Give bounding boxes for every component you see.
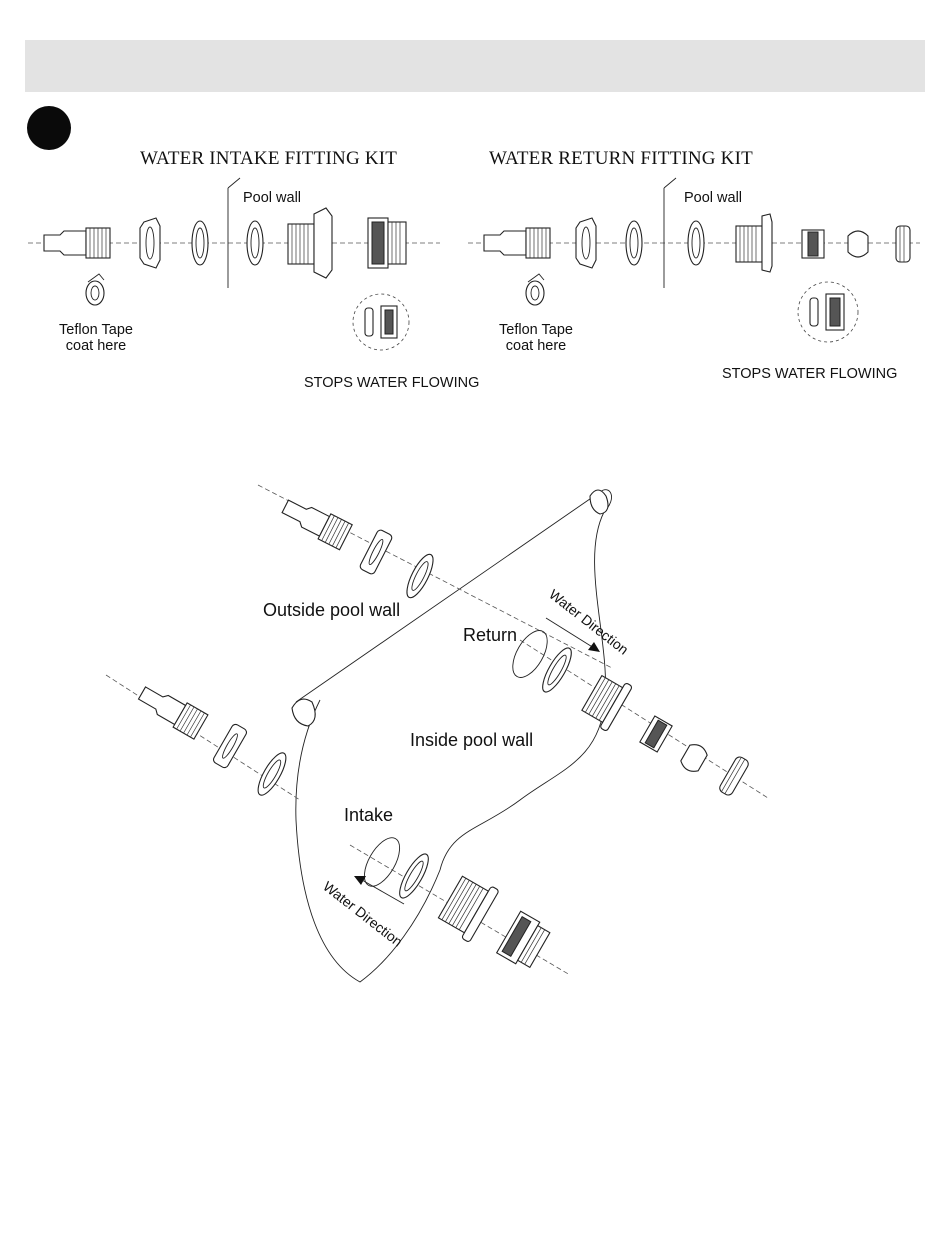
pool-wall-top-cap-right xyxy=(590,490,608,514)
assembly-intake-lock-nut-part xyxy=(212,723,248,769)
assembly-intake-hose-adapter-part xyxy=(135,681,208,739)
assembly-return-body-part xyxy=(579,670,633,731)
return-gasket-1-part xyxy=(626,221,642,265)
assembly-return-hose-adapter-part xyxy=(279,494,352,550)
intake-teflon-line2: coat here xyxy=(56,338,136,354)
return-plug-detail xyxy=(798,282,858,342)
assembly-intake-gasket-ghost xyxy=(357,832,407,892)
outside-pool-wall-label: Outside pool wall xyxy=(263,600,400,621)
intake-pool-wall-leader xyxy=(228,178,240,188)
return-label: Return xyxy=(463,625,517,646)
return-pool-wall-label: Pool wall xyxy=(684,190,742,206)
intake-pool-wall-label: Pool wall xyxy=(243,190,301,206)
intake-plug-detail xyxy=(353,294,409,350)
intake-teflon-label: Teflon Tape coat here xyxy=(56,322,136,354)
intake-strainer-body-part xyxy=(288,208,332,278)
intake-gasket-2-part xyxy=(247,221,263,265)
assembly-return-gasket-in-part xyxy=(538,644,577,695)
pool-wall-top-cap-left xyxy=(292,699,315,726)
intake-direction-arrow xyxy=(354,876,404,904)
return-ball-nozzle-part xyxy=(848,231,868,257)
return-teflon-tape-icon xyxy=(526,274,544,305)
intake-strainer-cap-part xyxy=(368,218,406,268)
assembly-intake-strainer-body-part xyxy=(435,871,499,942)
return-adapter-part xyxy=(802,230,824,258)
assembly-intake-gasket-in-part xyxy=(395,850,434,901)
return-teflon-label: Teflon Tape coat here xyxy=(496,322,576,354)
return-gasket-2-part xyxy=(688,221,704,265)
return-pool-wall-leader xyxy=(664,178,676,188)
assembly-return-ring-nut-part xyxy=(718,755,750,797)
inside-pool-wall-label: Inside pool wall xyxy=(410,730,533,751)
return-body-part xyxy=(736,214,772,272)
assembly-intake-gasket-out-part xyxy=(253,749,291,799)
return-ring-nut-part xyxy=(896,226,910,262)
assembly-return-adapter-part xyxy=(640,716,672,752)
intake-lock-nut-part xyxy=(140,218,160,268)
intake-teflon-line1: Teflon Tape xyxy=(56,322,136,338)
intake-hose-adapter-part xyxy=(44,228,110,258)
assembly-intake-strainer-cap-part xyxy=(497,911,552,971)
intake-stops-label: STOPS WATER FLOWING xyxy=(304,375,479,391)
intake-gasket-1-part xyxy=(192,221,208,265)
intake-label: Intake xyxy=(344,805,393,826)
return-teflon-line2: coat here xyxy=(496,338,576,354)
intake-teflon-tape-icon xyxy=(86,274,104,305)
assembly-return-ball-nozzle-part xyxy=(679,741,710,774)
return-stops-label: STOPS WATER FLOWING xyxy=(722,366,897,382)
return-lock-nut-part xyxy=(576,218,596,268)
assembly-return-gasket-out-part xyxy=(402,551,438,601)
return-hose-adapter-part xyxy=(484,228,550,258)
return-teflon-line1: Teflon Tape xyxy=(496,322,576,338)
